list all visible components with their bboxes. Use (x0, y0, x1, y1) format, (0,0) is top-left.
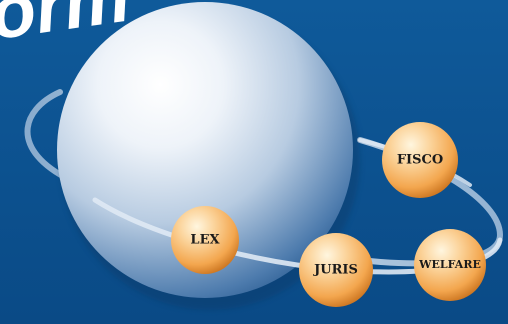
orb-juris[interactable]: JURIS (299, 233, 373, 307)
orb-juris-sphere (299, 233, 373, 307)
orb-welfare-sphere (414, 229, 486, 301)
orb-welfare[interactable]: WELFARE (414, 229, 486, 301)
orb-juris-label: JURIS (313, 263, 358, 278)
planet-sphere (57, 2, 353, 298)
orb-welfare-label: WELFARE (418, 258, 481, 271)
orb-lex[interactable]: LEX (171, 206, 239, 274)
orb-fisco[interactable]: FISCO (382, 122, 458, 198)
orb-lex-sphere (171, 206, 239, 274)
orb-fisco-sphere (382, 122, 458, 198)
orb-lex-label: LEX (190, 233, 220, 248)
orb-fisco-label: FISCO (397, 153, 443, 168)
